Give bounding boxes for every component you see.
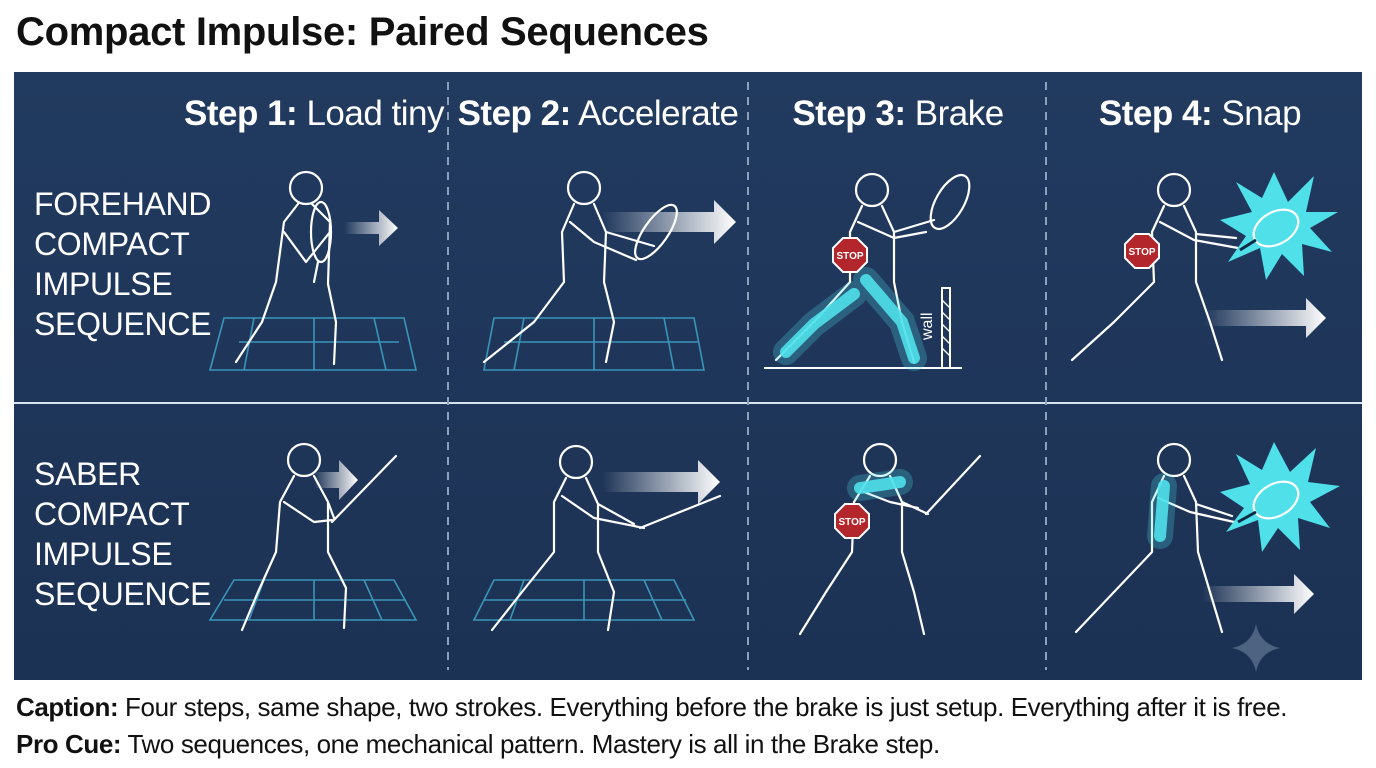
- sparkle-icon: [1232, 624, 1280, 672]
- impact-burst-icon: [1220, 442, 1340, 552]
- saber-step1-figure: [210, 444, 416, 630]
- saber-step2-figure: [474, 446, 720, 630]
- pro-cue-text: Two sequences, one mechanical pattern. M…: [121, 729, 940, 759]
- forehand-step2-figure: [484, 172, 736, 370]
- pro-cue-label: Pro Cue:: [16, 729, 121, 759]
- svg-text:STOP: STOP: [1128, 247, 1155, 258]
- stop-sign-icon: STOP: [1125, 234, 1159, 268]
- svg-text:STOP: STOP: [836, 251, 863, 262]
- forehand-step1-figure: [210, 172, 416, 370]
- row-label-forehand: FOREHAND COMPACT IMPULSE SEQUENCE: [34, 184, 224, 344]
- saber-step3-figure: STOP: [800, 444, 980, 634]
- wall-label: wall: [919, 312, 936, 341]
- forehand-step3-figure: wall STOP: [764, 169, 977, 368]
- forehand-step4-figure: STOP: [1072, 172, 1338, 360]
- impact-burst-icon: [1220, 172, 1338, 280]
- stop-sign-icon: STOP: [833, 238, 867, 272]
- caption-text: Four steps, same shape, two strokes. Eve…: [118, 692, 1287, 722]
- step-title-4: Step 4: Snap: [1050, 94, 1350, 134]
- sequence-panel: wall STOP STOP: [14, 72, 1362, 680]
- step-title-2: Step 2: Accelerate: [448, 94, 748, 134]
- caption: Caption: Four steps, same shape, two str…: [16, 692, 1287, 723]
- page-title: Compact Impulse: Paired Sequences: [16, 10, 709, 55]
- row-label-saber: SABER COMPACT IMPULSE SEQUENCE: [34, 454, 224, 614]
- saber-step4-figure: [1076, 442, 1340, 672]
- step-title-1: Step 1: Load tiny: [134, 94, 444, 134]
- svg-text:STOP: STOP: [838, 517, 865, 528]
- pro-cue: Pro Cue: Two sequences, one mechanical p…: [16, 729, 940, 760]
- caption-label: Caption:: [16, 692, 118, 722]
- step-title-3: Step 3: Brake: [748, 94, 1048, 134]
- stop-sign-icon: STOP: [835, 504, 869, 538]
